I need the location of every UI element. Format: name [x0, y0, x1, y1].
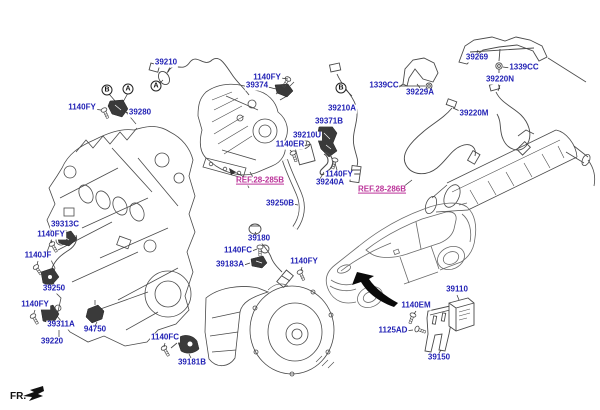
part-number-label[interactable]: 39229A — [404, 87, 436, 98]
part-number-label[interactable]: 39210U — [291, 130, 323, 141]
location-arrow — [352, 272, 398, 307]
part-number-label[interactable]: 39110 — [445, 284, 469, 295]
part-number-label[interactable]: 1140FY — [20, 299, 50, 310]
part-number-label[interactable]: 1140FY — [36, 229, 66, 240]
part-number-label[interactable]: 1140ER — [274, 139, 306, 150]
part-number-label[interactable]: 1140FY — [324, 169, 354, 180]
part-number-label[interactable]: 39280 — [127, 107, 153, 118]
fr-direction-arrow-icon — [23, 386, 44, 401]
part-number-label[interactable]: 39250 — [41, 283, 67, 294]
part-number-label[interactable]: 39240A — [314, 177, 346, 188]
callout-marker: A — [150, 80, 162, 92]
part-number-label[interactable]: 39371B — [313, 116, 345, 127]
part-number-label[interactable]: 1339CC — [368, 80, 400, 91]
engine-drawing — [46, 126, 196, 347]
ref-diagram-link[interactable]: REF.28-286B — [356, 184, 408, 195]
part-number-label[interactable]: 39220N — [484, 74, 516, 85]
bracket-39280-drawing — [107, 99, 137, 125]
part-number-label[interactable]: 1140FY — [252, 72, 282, 83]
ecu-39110-drawing — [424, 297, 475, 353]
leader-lines — [33, 49, 511, 359]
part-number-label[interactable]: 39313C — [49, 219, 81, 230]
part-number-label[interactable]: 39269 — [464, 52, 490, 63]
harness-39220M-drawing — [403, 98, 481, 175]
part-number-label[interactable]: 39210 — [153, 57, 179, 68]
part-number-label[interactable]: 39220M — [458, 108, 490, 119]
bracket-39269-drawing — [458, 36, 548, 73]
part-number-label[interactable]: 1339CC — [508, 62, 540, 73]
callout-marker: B — [101, 84, 113, 96]
part-number-label[interactable]: 39181B — [176, 357, 208, 368]
transaxle-drawing — [204, 283, 335, 377]
callout-marker: B — [335, 82, 347, 94]
part-number-label[interactable]: 39150 — [426, 352, 452, 363]
part-number-label[interactable]: 39183A — [214, 259, 246, 270]
part-number-label[interactable]: 1125AD — [377, 325, 409, 336]
fr-direction-label: FR. — [10, 391, 27, 402]
part-number-label[interactable]: 39250B — [264, 198, 296, 209]
part-number-label[interactable]: 39220 — [39, 336, 65, 347]
part-number-label[interactable]: 1140FY — [289, 256, 319, 267]
oxygen-sensor-39210A-drawing — [328, 62, 362, 184]
part-number-label[interactable]: 39210A — [326, 103, 358, 114]
part-number-label[interactable]: 1140EM — [400, 300, 432, 311]
part-number-label[interactable]: 1140JF — [23, 250, 53, 261]
catalytic-converter-drawing — [424, 57, 596, 215]
part-number-label[interactable]: 39311A — [46, 319, 76, 330]
bracket-39374-drawing — [274, 81, 295, 98]
ref-diagram-link[interactable]: REF.28-285B — [234, 175, 286, 186]
part-number-label[interactable]: 94750 — [82, 324, 108, 335]
part-number-label[interactable]: 39180 — [246, 233, 272, 244]
part-number-label[interactable]: 1140FC — [222, 245, 254, 256]
callout-marker: A — [122, 83, 134, 95]
bracket-39183A-drawing — [250, 255, 268, 269]
part-number-label[interactable]: 39374 — [244, 80, 270, 91]
part-number-label[interactable]: 1140FC — [149, 332, 181, 343]
sensor-39181B-drawing — [170, 335, 200, 354]
part-number-label[interactable]: 1140FY — [67, 102, 97, 113]
protector-tube-39250B — [282, 159, 305, 230]
